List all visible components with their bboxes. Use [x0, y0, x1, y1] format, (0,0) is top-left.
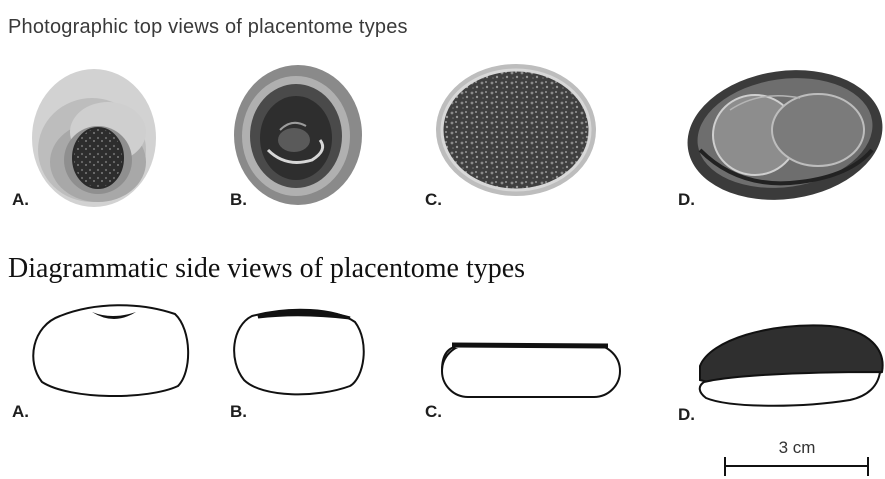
side-label-b: B. — [230, 402, 247, 422]
top-label-b: B. — [230, 190, 247, 210]
side-placentome-d — [700, 325, 883, 405]
side-label-c: C. — [425, 402, 442, 422]
diagrammatic-heading: Diagrammatic side views of placentome ty… — [8, 253, 525, 285]
side-placentome-c — [442, 342, 620, 397]
scale-bar-label: 3 cm — [762, 438, 832, 458]
top-label-a: A. — [12, 190, 29, 210]
top-label-c: C. — [425, 190, 442, 210]
side-placentome-b — [234, 310, 364, 395]
photo-placentome-b — [234, 65, 362, 205]
photo-placentome-d — [679, 58, 885, 212]
photo-placentome-c — [436, 64, 596, 196]
scale-bar — [725, 457, 868, 476]
side-placentome-a — [33, 305, 188, 396]
photo-placentome-a — [32, 69, 156, 207]
side-label-d: D. — [678, 405, 695, 425]
top-label-d: D. — [678, 190, 695, 210]
side-label-a: A. — [12, 402, 29, 422]
